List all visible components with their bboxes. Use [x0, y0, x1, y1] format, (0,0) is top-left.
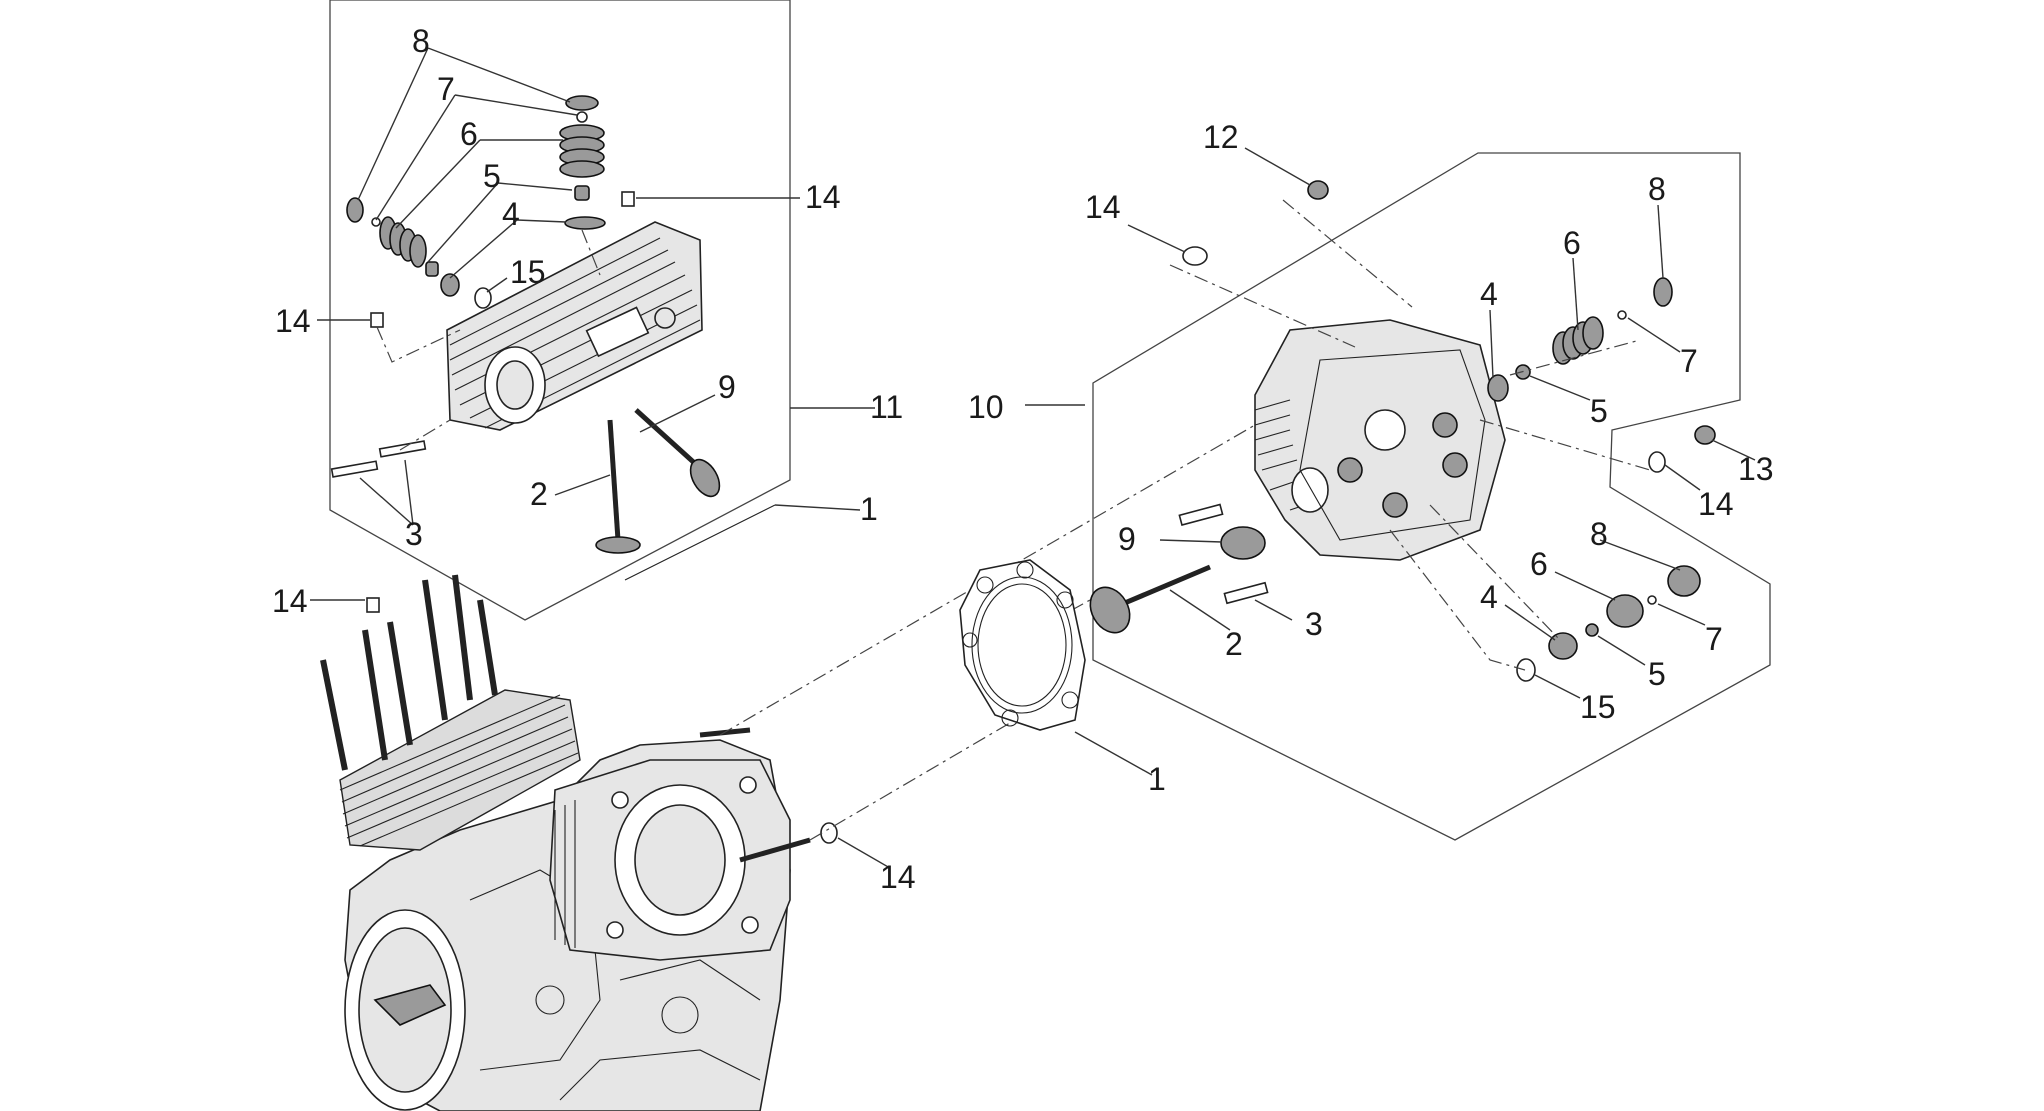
nut-12: [1307, 180, 1329, 200]
callout-7b: 7: [1705, 621, 1723, 657]
callout-8b: 8: [1590, 516, 1608, 552]
valve-head-2: [1089, 586, 1131, 634]
callout-2: 2: [530, 476, 548, 512]
left-guide-pins-3: [330, 440, 427, 478]
left-cylinder-head: [446, 221, 703, 431]
oring-15: [474, 287, 492, 309]
callout-4: 4: [1480, 276, 1498, 312]
right-cylinder-head-kit-outline: [1092, 152, 1771, 841]
dowel-14-top-left: [621, 191, 635, 207]
oring-15: [1516, 658, 1536, 682]
callout-1: 1: [860, 491, 878, 527]
guide-pin-upper: [1178, 503, 1224, 526]
callout-14-left: 14: [275, 303, 311, 339]
callout-8: 8: [412, 23, 430, 59]
callout-12: 12: [1203, 119, 1239, 155]
callout-7: 7: [1680, 343, 1698, 379]
engine-rear-cylinder: [320, 574, 581, 851]
valve-spring-cap-8b: [346, 197, 364, 223]
right-leader-lines: [1025, 147, 1756, 699]
callout-8: 8: [1648, 171, 1666, 207]
leader-gasket-1: [1074, 731, 1153, 776]
callout-5: 5: [1590, 393, 1608, 429]
callout-15: 15: [1580, 689, 1616, 725]
left-cylinder-head-kit-outline: [329, 0, 791, 621]
callout-14-top: 14: [805, 179, 841, 215]
valve-seal-5b: [1585, 623, 1599, 637]
spring-seat-4: [1487, 374, 1509, 402]
head-gasket-1: [959, 559, 1086, 731]
left-gasket-edge-1: [624, 504, 776, 581]
valve-cotter-7: [1617, 310, 1627, 320]
left-leader-lines: [317, 47, 875, 526]
callout-4: 4: [502, 196, 520, 232]
left-valve-stack-side: [346, 197, 492, 309]
left-valves-2-9: [595, 408, 721, 554]
engine-callout-numbers: 14 14: [272, 583, 916, 895]
left-valve-stack-top: [559, 95, 606, 276]
callout-6b: 6: [1530, 546, 1548, 582]
dowel-14-right-top: [1182, 246, 1208, 266]
callout-9: 9: [718, 369, 736, 405]
callout-14-right-top: 14: [1085, 189, 1121, 225]
eagle-logo-icon: [373, 984, 447, 1026]
dowel-14-engine-left: [366, 597, 380, 613]
right-callout-numbers: 12 14 8 6 4 7 5 10 13 14 9 8 6 7 4 5 2 3…: [968, 119, 1774, 797]
callout-5b: 5: [1648, 656, 1666, 692]
callout-11: 11: [870, 389, 903, 425]
callout-6: 6: [1563, 225, 1581, 261]
engine-leader-lines: [310, 599, 891, 869]
valve-spring-cap-8: [565, 95, 599, 111]
valve-spring-6b: [379, 216, 427, 268]
left-callout-numbers: 8 7 6 5 4 15 14 14 9 11 2 1 3: [275, 23, 903, 552]
callout-1: 1: [1148, 761, 1166, 797]
valve-stem-2: [1119, 564, 1211, 608]
callout-4b: 4: [1480, 579, 1498, 615]
callout-2: 2: [1225, 626, 1243, 662]
spring-seat-9: [1220, 526, 1266, 560]
callout-14-right: 14: [1698, 486, 1734, 522]
valve-cotter-7b: [1647, 595, 1657, 605]
rear-cylinder-fins: [339, 694, 579, 847]
dowel-14-left: [370, 312, 384, 328]
right-lower-parts: [1089, 503, 1701, 682]
callout-14-engine-bottom: 14: [880, 859, 916, 895]
callout-3: 3: [1305, 606, 1323, 642]
callout-15: 15: [510, 254, 546, 290]
valve-spring-cap-8b: [1667, 565, 1701, 597]
guide-pin-3: [1223, 581, 1269, 605]
valve-cotter-7: [576, 111, 588, 123]
right-cylinder-head: [1254, 319, 1506, 561]
valve-seal-5: [574, 185, 590, 201]
front-cylinder-fins: [554, 800, 576, 948]
callout-6: 6: [460, 116, 478, 152]
valve-spring-6b: [1606, 594, 1644, 628]
callout-5: 5: [483, 158, 501, 194]
callout-3: 3: [405, 516, 423, 552]
dowel-14-right: [1648, 451, 1666, 473]
callout-9: 9: [1118, 521, 1136, 557]
engine-front-cylinder: [549, 727, 811, 961]
valve-spring-6: [559, 124, 605, 178]
callout-10: 10: [968, 389, 1004, 425]
callout-13: 13: [1738, 451, 1774, 487]
callout-7: 7: [437, 71, 455, 107]
nut-13: [1694, 425, 1716, 445]
callout-14-engine-left: 14: [272, 583, 308, 619]
spring-seat-4: [564, 216, 606, 230]
valve-spring-cap-8: [1653, 277, 1673, 307]
left-head-fins: [449, 237, 701, 429]
spring-seat-4b: [1548, 632, 1578, 660]
